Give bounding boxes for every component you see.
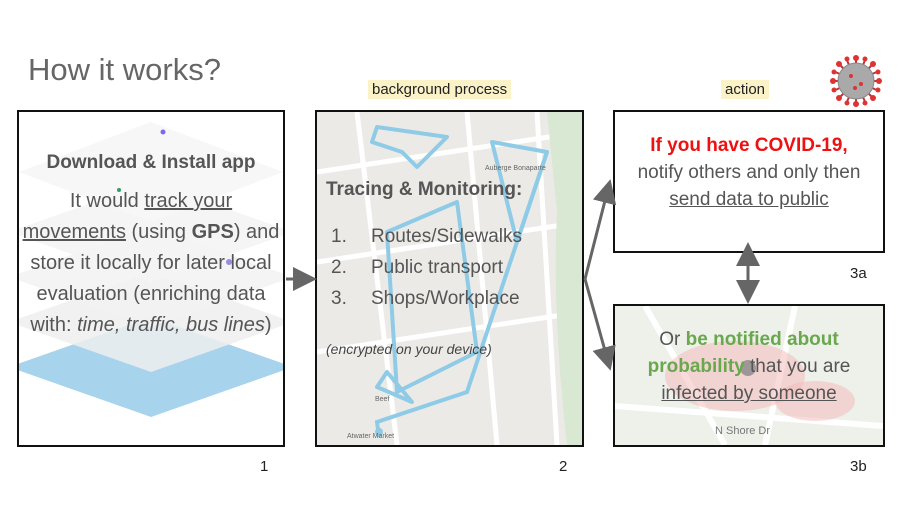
layered-map-illustration xyxy=(19,122,283,417)
step-number-2: 2 xyxy=(559,458,568,475)
send-data-link: send data to public xyxy=(669,189,829,210)
background-process-tag: background process xyxy=(368,80,512,99)
report-panel: If you have COVID-19, notify others and … xyxy=(613,110,885,253)
action-tag: action xyxy=(721,80,770,99)
street-label: N Shore Dr xyxy=(715,425,770,437)
step-number-1: 1 xyxy=(260,458,269,475)
list-item: 1.Routes/Sidewalks xyxy=(331,226,523,247)
arrow-2-to-3b xyxy=(583,278,616,371)
install-panel: Download & Install app It would track yo… xyxy=(17,110,285,447)
tracing-list: 1.Routes/Sidewalks 2.Public transport 3.… xyxy=(331,226,522,319)
heat-map: N Shore Dr xyxy=(615,306,883,445)
step-number-3b: 3b xyxy=(850,458,867,475)
tracing-heading: Tracing & Monitoring: xyxy=(326,179,523,200)
track-movements-link: track your movements xyxy=(22,190,233,243)
install-heading: Download & Install app xyxy=(46,152,256,173)
route-map: Auberge Bonaparte Atwater Market Beef xyxy=(317,112,582,445)
page-title: How it works? xyxy=(28,52,221,87)
notified-highlight: be notified about probability xyxy=(647,329,839,377)
infected-link: infected by someone xyxy=(661,383,837,404)
map-label-auberge: Auberge Bonaparte xyxy=(485,165,546,172)
virus-icon xyxy=(830,55,882,107)
map-label-atwater: Atwater Market xyxy=(347,433,394,440)
step-number-3a: 3a xyxy=(850,265,867,282)
install-description: It would track your movements (using GPS… xyxy=(22,190,280,336)
list-item: 3.Shops/Workplace xyxy=(331,288,520,309)
covid-warning: If you have COVID-19, xyxy=(650,135,848,156)
map-label-beef: Beef xyxy=(375,396,389,403)
encryption-note: (encrypted on your device) xyxy=(326,341,492,357)
notify-panel: N Shore Dr Or be notified about probabil… xyxy=(613,304,885,447)
tracing-panel: Auberge Bonaparte Atwater Market Beef Tr… xyxy=(315,110,584,447)
list-item: 2.Public transport xyxy=(331,257,504,278)
arrow-2-to-3a xyxy=(583,179,617,280)
